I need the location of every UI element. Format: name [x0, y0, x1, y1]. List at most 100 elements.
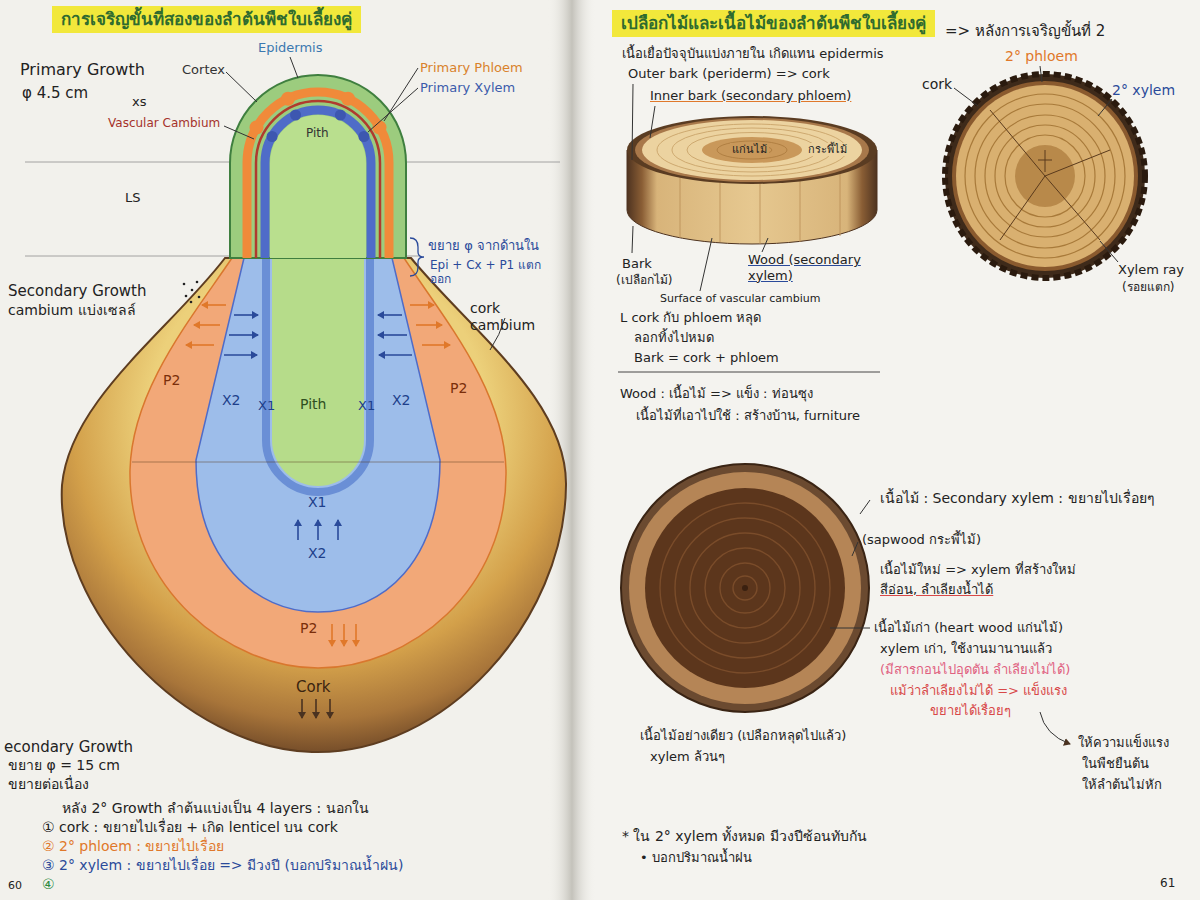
primary-stem — [230, 75, 406, 258]
growth-arrows-part-part — [379, 354, 412, 356]
text-label: ขยายได้เรื่อยๆ — [930, 703, 1011, 719]
title-text: เปลือกไม้และเนื้อไม้ของลำต้นพืชใบเลี้ยงค… — [621, 13, 926, 34]
text-label: xylem เก่า, ใช้งานมานานแล้ว — [880, 641, 1052, 657]
wood-block-part — [717, 141, 787, 159]
text-label: X1 — [358, 398, 375, 414]
wood-slice-photo-part — [645, 488, 845, 688]
text-label: Inner bark (secondary phloem) — [650, 88, 851, 104]
text-label: cork cambium — [470, 300, 562, 334]
text-label: X2 — [308, 545, 327, 562]
leader-lines-block-part — [762, 238, 768, 252]
text-label: (มีสารกอนไปอุดตัน ลำเลียงไม่ได้) — [880, 662, 1070, 678]
text-label: X2 — [222, 392, 241, 409]
growth-arrows-part-part — [343, 624, 345, 646]
text-label: X1 — [258, 398, 275, 414]
stem-cross-section-photo-part — [952, 81, 1138, 271]
leader-lines-block-part — [632, 84, 633, 160]
primary-stem-part — [341, 92, 355, 106]
leader-lines-block-part — [632, 226, 633, 253]
leader-lines-left-part — [224, 126, 254, 139]
text-label: X1 — [308, 494, 327, 511]
text-label: P2 — [163, 372, 180, 389]
leader-lines-slice-part — [852, 542, 858, 556]
text-label: เนื้อไม้อย่างเดียว (เปลือกหลุดไปแล้ว) — [640, 728, 846, 744]
text-label: • บอกปริมาณน้ำฝน — [640, 850, 752, 866]
text-label: ขยาย φ = 15 cm — [8, 757, 120, 774]
growth-arrows-part-part — [410, 304, 434, 306]
wood-slice-photo — [621, 464, 869, 712]
text-label: φ 4.5 cm — [22, 84, 88, 102]
text-label: Xylem ray — [1118, 262, 1184, 278]
primary-stem-part — [267, 131, 278, 142]
primary-stem-part — [265, 110, 371, 258]
text-label: xylem ล้วนๆ — [650, 749, 725, 765]
wood-slice-photo-part — [660, 503, 830, 673]
secondary-growth-stem — [62, 258, 566, 752]
growth-arrows-part-part — [224, 354, 257, 356]
growth-arrows-part-part — [234, 314, 258, 316]
growth-arrows-part — [224, 315, 412, 540]
growth-arrows-part-part — [355, 624, 357, 646]
text-label: Epi + Cx + P1 แตกออก — [430, 258, 562, 287]
text-label: แก่นไม้ — [730, 143, 769, 156]
growth-arrows-part-part — [337, 520, 339, 540]
secondary-growth-stem-part — [272, 258, 364, 486]
text-label: Primary Xylem — [420, 80, 515, 96]
text-label: cork — [922, 76, 952, 93]
notebook-pages-part — [572, 0, 1200, 900]
text-label: Bark — [622, 256, 652, 272]
text-label: Bark = cork + phloem — [634, 350, 779, 366]
primary-stem-part — [250, 121, 264, 135]
marker-dots-part — [196, 281, 199, 284]
growth-arrows-part-part — [194, 324, 220, 326]
growth-arrows-part-part — [329, 699, 331, 718]
text-label: (sapwood กระพี้ไม้) — [862, 532, 981, 548]
growth-arrows-part-part — [297, 520, 299, 540]
stem-cross-section-photo-part — [990, 110, 1110, 240]
leader-lines-slice — [830, 500, 1070, 744]
wood-slice-photo-part-part — [705, 548, 785, 628]
growth-arrows-part — [186, 305, 450, 646]
wood-slice-photo-part-part — [733, 576, 757, 600]
wood-block-part — [627, 116, 877, 184]
growth-arrows-part — [302, 699, 330, 718]
wood-slice-photo-part — [742, 585, 748, 591]
wood-slice-photo-part-part — [660, 503, 830, 673]
text-label: ขยายต่อเนื่อง — [8, 776, 89, 793]
stem-cross-section-photo-part — [965, 94, 1125, 258]
leader-lines-left-part — [368, 88, 418, 132]
wood-block-part — [635, 118, 869, 182]
growth-arrows — [186, 305, 450, 718]
leader-lines-block-part — [700, 238, 712, 291]
secondary-growth-stem-part — [132, 462, 504, 463]
stem-cross-section-photo-part-part — [965, 94, 1125, 258]
leader-lines-left-part — [290, 57, 298, 78]
marker-dots — [183, 281, 201, 304]
text-label: 60 — [8, 879, 22, 892]
text-label: Primary Growth — [20, 60, 145, 79]
leader-lines-photo-part — [1098, 99, 1112, 116]
text-label: * ใน 2° xylem ทั้งหมด มีวงปีซ้อนทับกัน — [622, 828, 867, 845]
text-label: Surface of vascular cambium — [660, 292, 821, 305]
text-label: Cortex — [182, 62, 225, 78]
stem-cross-section-photo-part — [945, 74, 1145, 278]
secondary-growth-stem-part — [266, 258, 370, 492]
stem-cross-section-photo-part-part — [1045, 176, 1100, 240]
growth-arrows-part-part — [317, 520, 319, 540]
text-label: cambium แบ่งเซลล์ — [8, 302, 136, 319]
text-label: (เปลือกไม้) — [616, 273, 672, 287]
secondary-growth-stem-part — [130, 258, 506, 668]
wood-block-part-part — [687, 133, 817, 168]
secondary-growth-stem-part — [62, 258, 566, 752]
section-dividers-part — [618, 372, 880, 373]
wood-block-part-part — [840, 172, 841, 236]
title-band: การเจริญขั้นที่สองของลำต้นพืชใบเลี้ยงคู่ — [52, 6, 361, 33]
text-label: econdary Growth — [4, 738, 133, 756]
text-label: ② 2° phloem : ขยายไปเรื่อย — [42, 838, 224, 855]
leader-lines-photo-part — [1100, 241, 1118, 262]
text-label: กระพี้ไม้ — [806, 143, 849, 156]
text-label: X2 — [392, 392, 411, 409]
growth-arrows-part-part — [378, 314, 402, 316]
text-label: LS — [125, 190, 141, 206]
notebook-pages-part — [0, 0, 572, 900]
